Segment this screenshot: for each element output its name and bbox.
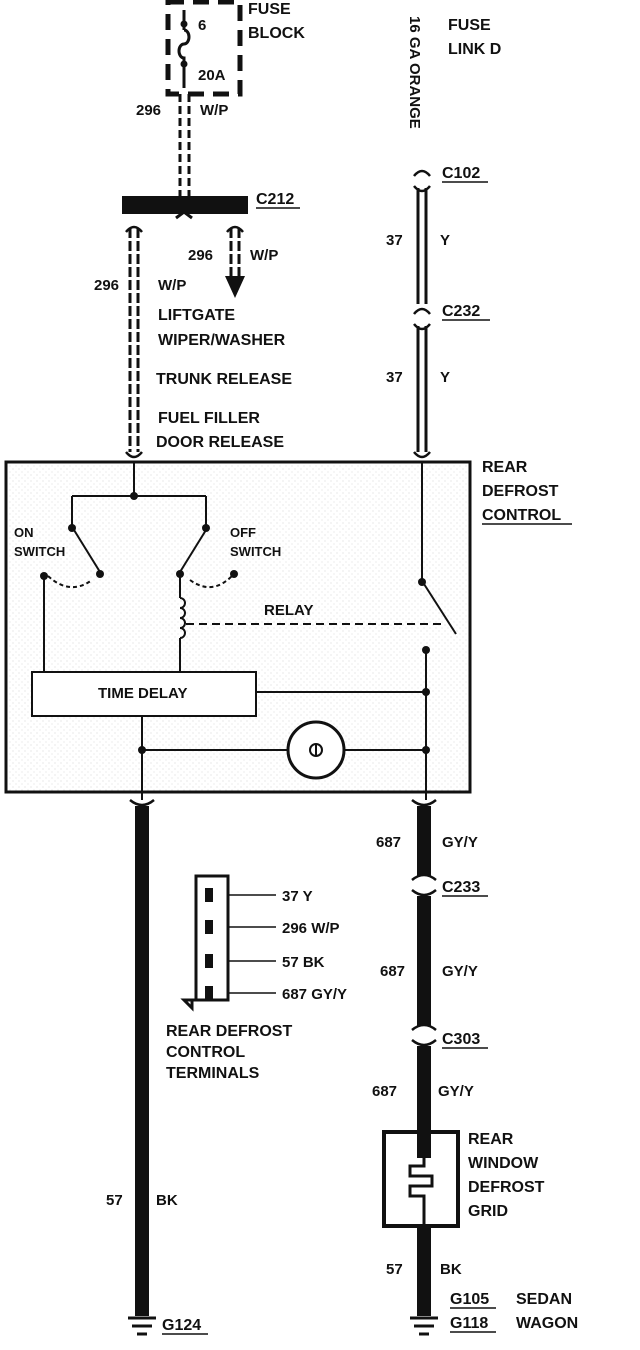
wire-37-upper-num: 37 xyxy=(386,232,403,249)
wire-296-top-num: 296 xyxy=(136,102,161,119)
fuse-link-wire-spec: 16 GA ORANGE xyxy=(406,16,423,129)
load-fuel-filler: FUEL FILLER xyxy=(158,410,260,427)
fuse-link-label-1: FUSE xyxy=(448,17,491,34)
terminal-connector-view xyxy=(180,874,276,1012)
load-liftgate: LIFTGATE xyxy=(158,307,235,324)
time-delay-box xyxy=(31,671,257,717)
terminal-pin-4: 687 GY/Y xyxy=(282,986,347,1003)
fuse-number: 6 xyxy=(198,17,206,34)
connector-c233: C233 xyxy=(442,879,480,896)
module-title-1: REAR xyxy=(482,459,528,476)
wire-37-lower-num: 37 xyxy=(386,369,403,386)
wire-296-top xyxy=(178,94,191,196)
c212-pin-mark xyxy=(175,210,193,220)
wire-37-lower-color: Y xyxy=(440,369,450,386)
indicator-lamp xyxy=(286,720,346,780)
wire-57-left-color: BK xyxy=(156,1192,178,1209)
wire-296-top-color: W/P xyxy=(200,102,228,119)
wire-37-upper-color: Y xyxy=(440,232,450,249)
ground-g105: G105 xyxy=(450,1291,489,1308)
wire-687-c-color: GY/Y xyxy=(438,1083,474,1100)
connector-c212: C212 xyxy=(256,191,294,208)
wire-57-right-color: BK xyxy=(440,1261,462,1278)
ground-g118: G118 xyxy=(450,1315,488,1332)
fuse-link-label-2: LINK D xyxy=(448,41,501,58)
wire-57-left xyxy=(129,799,155,1316)
terminals-caption-2: CONTROL xyxy=(166,1044,245,1061)
wire-687-a-num: 687 xyxy=(376,834,401,851)
wire-687-c-num: 687 xyxy=(372,1083,397,1100)
ground-wagon-label: WAGON xyxy=(516,1315,578,1332)
wire-296-left-color: W/P xyxy=(158,277,186,294)
connector-c303: C303 xyxy=(442,1031,480,1048)
wire-296-branch-num: 296 xyxy=(188,247,213,264)
wire-57-left-num: 57 xyxy=(106,1192,123,1209)
terminal-pin-1: 37 Y xyxy=(282,888,313,905)
terminals-caption-3: TERMINALS xyxy=(166,1065,260,1082)
wire-687-b-num: 687 xyxy=(380,963,405,980)
wire-296-branch xyxy=(225,225,245,298)
fuse-rating: 20A xyxy=(198,67,226,84)
module-title-3: CONTROL xyxy=(482,507,561,524)
wire-296-left-num: 296 xyxy=(94,277,119,294)
wire-296-branch-color: W/P xyxy=(250,247,278,264)
connector-c232: C232 xyxy=(442,303,480,320)
wire-687 xyxy=(411,799,437,1132)
fuse-block-label-2: BLOCK xyxy=(248,25,305,42)
connector-c102: C102 xyxy=(442,165,480,182)
ground-g124: G124 xyxy=(162,1317,201,1334)
on-switch-label-2: SWITCH xyxy=(14,544,65,559)
grid-label-1: REAR xyxy=(468,1131,514,1148)
wire-296-left xyxy=(125,225,143,459)
wire-37 xyxy=(413,169,431,459)
module-junction-dots xyxy=(40,492,430,754)
module-title-2: DEFROST xyxy=(482,483,559,500)
fuse-block-label-1: FUSE xyxy=(248,1,291,18)
defrost-grid-box xyxy=(382,1130,460,1228)
rear-defrost-control-module xyxy=(4,460,472,794)
off-switch-label-2: SWITCH xyxy=(230,544,281,559)
relay-label: RELAY xyxy=(264,602,313,619)
load-door-release: DOOR RELEASE xyxy=(156,434,284,451)
grid-label-2: WINDOW xyxy=(468,1155,539,1172)
fuse-block xyxy=(165,0,243,97)
terminals-caption-1: REAR DEFROST xyxy=(166,1023,292,1040)
wire-687-a-color: GY/Y xyxy=(442,834,478,851)
wire-687-b-color: GY/Y xyxy=(442,963,478,980)
grid-label-3: DEFROST xyxy=(468,1179,545,1196)
grid-label-4: GRID xyxy=(468,1203,508,1220)
on-switch-label-1: ON xyxy=(14,525,34,540)
load-trunk-release: TRUNK RELEASE xyxy=(156,371,292,388)
time-delay-label: TIME DELAY xyxy=(98,685,187,702)
off-switch-label-1: OFF xyxy=(230,525,256,540)
terminal-pin-2: 296 W/P xyxy=(282,920,340,937)
wire-57-right-num: 57 xyxy=(386,1261,403,1278)
ground-sedan-label: SEDAN xyxy=(516,1291,572,1308)
terminal-pin-3: 57 BK xyxy=(282,954,325,971)
load-wiper-washer: WIPER/WASHER xyxy=(158,332,286,349)
ground-g105-g118-symbol xyxy=(410,1316,438,1336)
wire-57-right xyxy=(417,1226,431,1316)
module-internal-circuit xyxy=(43,462,457,800)
ground-g124-symbol xyxy=(128,1316,156,1336)
connector-c212-body xyxy=(122,196,248,214)
